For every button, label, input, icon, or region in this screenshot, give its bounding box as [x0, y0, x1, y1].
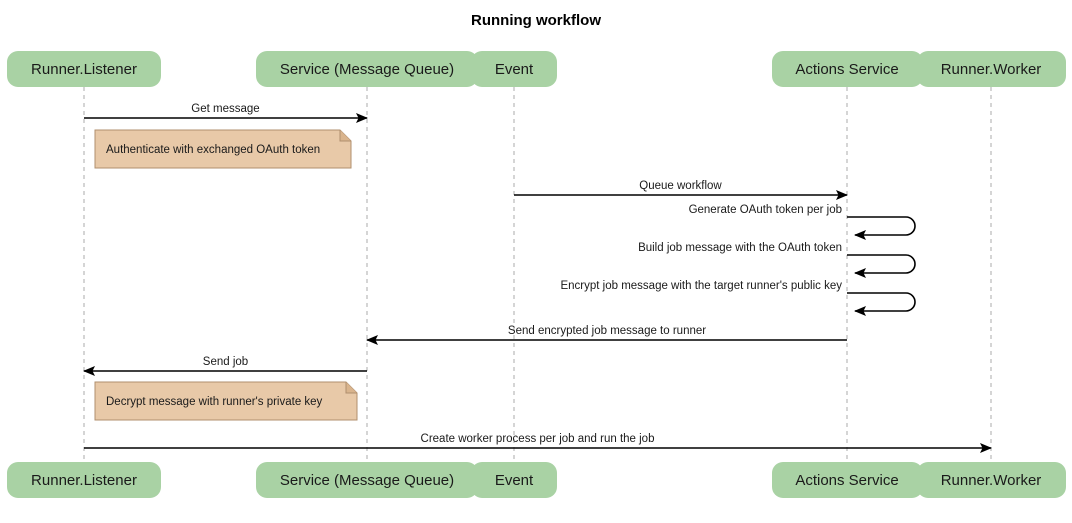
note-decrypt: Decrypt message with runner's private ke…	[94, 381, 358, 421]
note-text: Decrypt message with runner's private ke…	[106, 396, 323, 408]
message-queue-workflow[interactable]: Queue workflow	[514, 180, 848, 200]
participant-label: Runner.Worker	[941, 61, 1042, 78]
participant-runner-worker-top[interactable]: Runner.Worker	[917, 51, 1066, 87]
participant-label: Runner.Worker	[941, 472, 1042, 489]
participant-actions-service-bottom[interactable]: Actions Service	[772, 462, 923, 498]
participant-label: Service (Message Queue)	[280, 61, 454, 78]
actors-top-layer: Runner.Listener Service (Message Queue) Ev…	[7, 51, 1066, 87]
message-label: Build job message with the OAuth token	[638, 242, 842, 254]
participant-service-message-queue-top[interactable]: Service (Message Queue)	[256, 51, 478, 87]
notes-layer: Authenticate with exchanged OAuth tokenD…	[94, 129, 358, 421]
message-label: Encrypt job message with the target runn…	[560, 280, 842, 292]
self-loop-path	[847, 216, 916, 240]
participant-label: Actions Service	[795, 61, 898, 78]
note-fold-icon	[345, 382, 357, 394]
participant-service-message-queue-bottom[interactable]: Service (Message Queue)	[256, 462, 478, 498]
message-build-job-message-with-the-oauth-token[interactable]: Build job message with the OAuth token	[638, 242, 916, 278]
participant-label: Runner.Listener	[31, 61, 137, 78]
participant-label: Runner.Listener	[31, 472, 137, 489]
message-generate-oauth-token-per-job[interactable]: Generate OAuth token per job	[689, 204, 916, 240]
message-label: Generate OAuth token per job	[689, 204, 842, 216]
participant-runner-worker-bottom[interactable]: Runner.Worker	[917, 462, 1066, 498]
message-label: Send job	[203, 356, 248, 368]
note-body	[94, 129, 352, 169]
lifelines-layer	[83, 87, 992, 462]
note-authenticate: Authenticate with exchanged OAuth token	[94, 129, 352, 169]
actors-bottom-layer: Runner.Listener Service (Message Queue) Ev…	[7, 462, 1066, 498]
participant-label: Event	[495, 472, 534, 489]
self-loop-path	[847, 254, 916, 278]
participant-label: Event	[495, 61, 534, 78]
message-label: Queue workflow	[639, 180, 722, 192]
page-title: Running workflow	[471, 12, 601, 29]
note-fold-icon	[339, 130, 351, 142]
participant-label: Service (Message Queue)	[280, 472, 454, 489]
message-send-job[interactable]: Send job	[83, 356, 367, 376]
participant-runner-listener-top[interactable]: Runner.Listener	[7, 51, 161, 87]
message-get-message[interactable]: Get message	[84, 103, 368, 123]
participant-label: Actions Service	[795, 472, 898, 489]
message-encrypt-job-message-with-target-runner-public-key[interactable]: Encrypt job message with the target runn…	[560, 280, 916, 316]
self-loop-path	[847, 292, 916, 316]
message-send-encrypted-job-message-to-runner[interactable]: Send encrypted job message to runner	[366, 325, 847, 345]
message-label: Create worker process per job and run th…	[421, 433, 655, 445]
message-label: Get message	[191, 103, 259, 115]
message-create-worker-process-per-job-and-run-the-job[interactable]: Create worker process per job and run th…	[84, 433, 992, 453]
participant-event-top[interactable]: Event	[471, 51, 557, 87]
participant-event-bottom[interactable]: Event	[471, 462, 557, 498]
participant-runner-listener-bottom[interactable]: Runner.Listener	[7, 462, 161, 498]
participant-actions-service-top[interactable]: Actions Service	[772, 51, 923, 87]
note-text: Authenticate with exchanged OAuth token	[106, 144, 320, 156]
message-label: Send encrypted job message to runner	[508, 325, 706, 337]
note-body	[94, 381, 358, 421]
